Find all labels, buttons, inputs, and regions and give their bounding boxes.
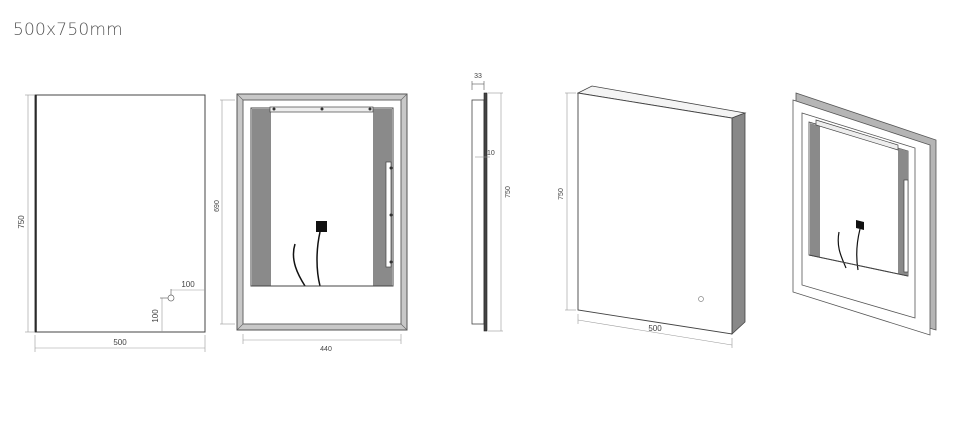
frame-label: 10	[487, 150, 495, 157]
side-view	[471, 81, 503, 332]
perspective-open-view	[792, 92, 937, 336]
side-height-label: 750	[505, 186, 512, 198]
product-size-title: 500x750mm	[13, 20, 123, 40]
perspective-closed-view	[565, 85, 747, 348]
switch-y-label: 100	[151, 309, 160, 323]
front-height-label: 750	[17, 215, 26, 229]
front-view	[25, 94, 206, 352]
perspective-height-label: 750	[558, 188, 565, 200]
open-interior-view	[220, 93, 408, 344]
perspective-width-label: 500	[648, 324, 662, 333]
switch-x-label: 100	[181, 280, 195, 289]
interior-height-label: 690	[214, 200, 221, 212]
front-width-label: 500	[113, 338, 127, 347]
depth-label: 33	[474, 73, 482, 80]
interior-width-label: 440	[320, 346, 332, 353]
